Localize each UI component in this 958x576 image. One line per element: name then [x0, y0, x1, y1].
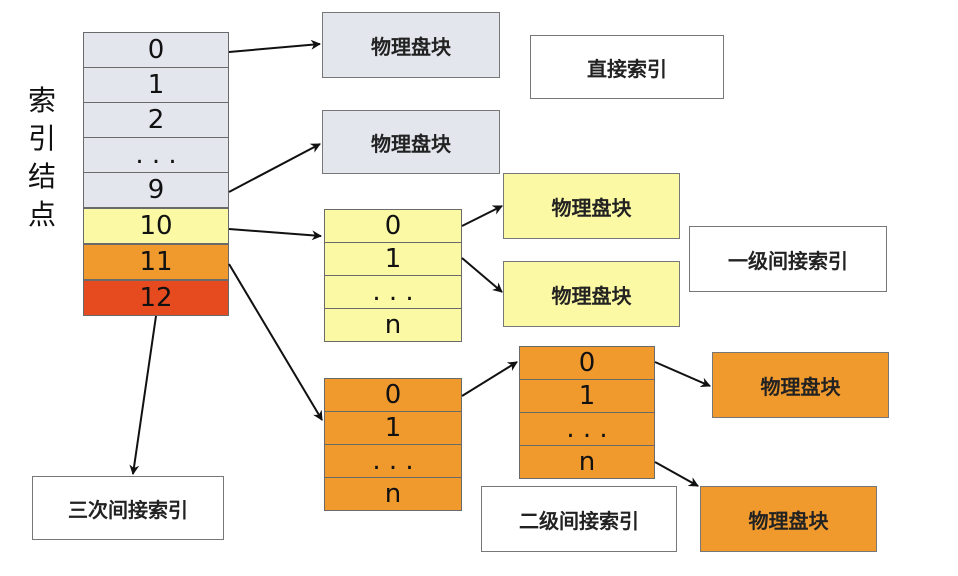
single-entry-1: 1	[324, 242, 462, 276]
double-physical-block-1: 物理盘块	[712, 352, 889, 418]
triple-indirect-caption: 三次间接索引	[32, 476, 224, 540]
arrow-single0-to-block	[461, 205, 503, 227]
direct-physical-block-1: 物理盘块	[322, 12, 500, 78]
index-node-label-char: 索	[27, 84, 56, 117]
inode-slot-11: 11	[83, 244, 229, 280]
double-second-entry-n: n	[519, 445, 655, 479]
inode-slot-2: 2	[83, 102, 229, 138]
inode-slot-10: 10	[83, 208, 229, 244]
inode-slot-ellipsis: . . .	[83, 137, 229, 173]
index-node-label: 索 引 结 点	[24, 82, 60, 234]
inode-slot-9: 9	[83, 172, 229, 208]
index-node-label-char: 点	[27, 198, 56, 231]
arrow-slot9-to-block	[228, 143, 321, 193]
single-entry-n: n	[324, 308, 462, 342]
arrow-slot12-to-triple	[129, 315, 157, 475]
inode-slot-12: 12	[83, 280, 229, 316]
arrow-secondn-to-block	[654, 461, 699, 487]
double-first-entry-1: 1	[324, 411, 462, 445]
direct-index-caption: 直接索引	[530, 35, 724, 99]
double-first-entry-n: n	[324, 477, 462, 511]
single-entry-0: 0	[324, 209, 462, 243]
arrow-single1-to-block	[461, 257, 503, 293]
double-second-entry-0: 0	[519, 346, 655, 380]
double-physical-block-2: 物理盘块	[700, 486, 877, 552]
index-node-label-char: 引	[27, 122, 56, 155]
arrow-second0-to-block	[654, 361, 711, 387]
double-indirect-caption: 二级间接索引	[481, 486, 677, 552]
single-physical-block-1: 物理盘块	[503, 173, 680, 239]
arrow-double0-to-second	[461, 361, 518, 397]
single-physical-block-2: 物理盘块	[503, 261, 680, 327]
double-first-entry-ellipsis: . . .	[324, 444, 462, 478]
single-indirect-caption: 一级间接索引	[689, 226, 887, 292]
double-second-entry-1: 1	[519, 379, 655, 413]
index-node-label-char: 结	[27, 160, 56, 193]
direct-physical-block-2: 物理盘块	[322, 110, 500, 174]
arrow-slot10-to-single	[228, 228, 322, 241]
arrow-slot0-to-block	[228, 39, 321, 53]
arrow-slot11-to-double	[228, 263, 323, 421]
inode-slot-0: 0	[83, 32, 229, 68]
double-second-entry-ellipsis: . . .	[519, 412, 655, 446]
